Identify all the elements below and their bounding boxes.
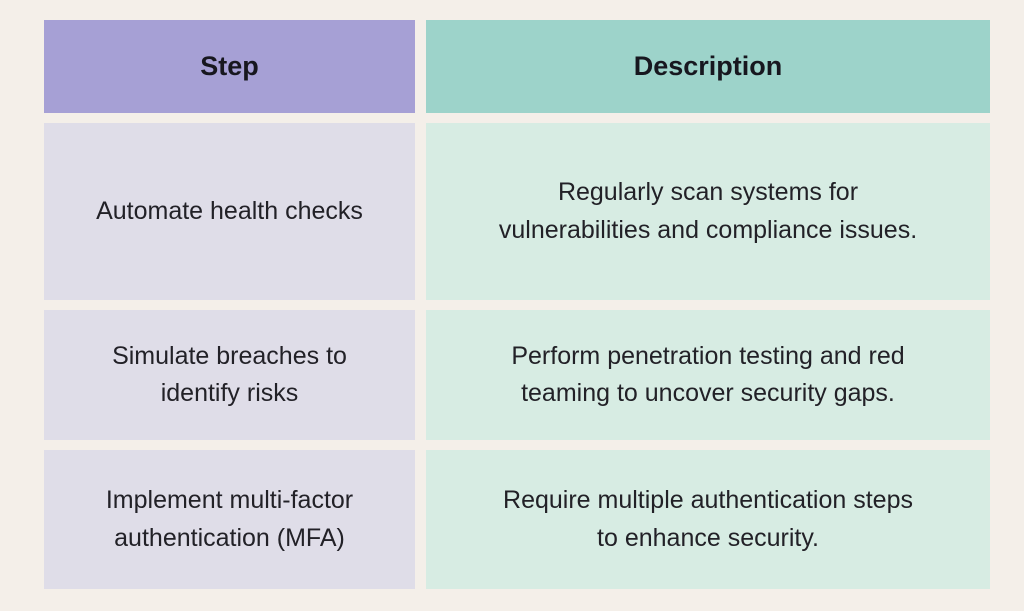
table-cell-step-row-3: Implement multi-factor authentication (M… [44,450,415,589]
table-cell-step-row-1: Automate health checks [44,123,415,300]
security-steps-table: Step Description Automate health checks … [44,20,990,589]
table-cell-description-row-1: Regularly scan systems for vulnerabiliti… [426,123,990,300]
table-cell-step-row-2: Simulate breaches to identify risks [44,310,415,440]
table-cell-description-row-2: Perform penetration testing and red team… [426,310,990,440]
column-header-description: Description [426,20,990,113]
column-header-step: Step [44,20,415,113]
table-cell-description-row-3: Require multiple authentication steps to… [426,450,990,589]
